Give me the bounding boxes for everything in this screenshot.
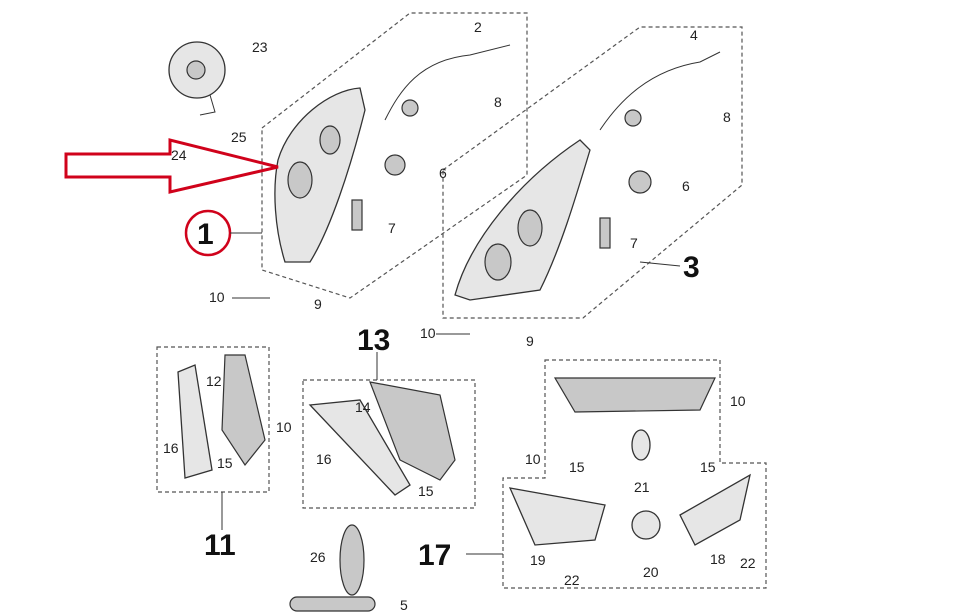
headlight-left-part <box>274 44 511 263</box>
label-6a: 6 <box>439 165 447 181</box>
label-16a: 16 <box>163 440 179 456</box>
label-10b: 10 <box>420 325 436 341</box>
cover-13-part <box>369 381 456 481</box>
label-1: 1 <box>197 218 214 251</box>
group-box-11 <box>156 346 270 493</box>
label-10a: 10 <box>209 289 225 305</box>
lens-12-part <box>177 364 213 479</box>
group-box-13 <box>302 379 476 509</box>
label-10c: 10 <box>276 419 292 435</box>
label-15d: 15 <box>700 459 716 475</box>
label-20: 20 <box>643 564 659 580</box>
label-10e: 10 <box>730 393 746 409</box>
label-3: 3 <box>683 251 700 284</box>
horn-part <box>168 41 226 116</box>
label-13: 13 <box>357 324 390 357</box>
lens-18-part <box>679 473 751 546</box>
label-22b: 22 <box>740 555 756 571</box>
label-18: 18 <box>710 551 726 567</box>
label-2: 2 <box>474 19 482 35</box>
highlight-arrow <box>64 138 279 194</box>
label-8a: 8 <box>494 94 502 110</box>
label-25: 25 <box>231 129 247 145</box>
label-9a: 9 <box>314 296 322 312</box>
leader-lines <box>221 232 681 555</box>
group-box-17 <box>502 359 767 589</box>
label-21: 21 <box>634 479 650 495</box>
lens-14-part <box>308 399 411 496</box>
label-23: 23 <box>252 39 268 55</box>
group-box-headlight-right <box>442 26 743 319</box>
label-12: 12 <box>206 373 222 389</box>
label-10d: 10 <box>525 451 541 467</box>
lens-bracket-part <box>221 354 266 467</box>
label-16b: 16 <box>316 451 332 467</box>
lens-19-part <box>508 487 606 546</box>
headlight-right-part <box>454 51 721 301</box>
reflector-5-part <box>289 596 376 612</box>
label-11: 11 <box>204 529 236 562</box>
label-17: 17 <box>418 539 451 572</box>
label-7b: 7 <box>630 235 638 251</box>
label-8b: 8 <box>723 109 731 125</box>
label-19: 19 <box>530 552 546 568</box>
label-4: 4 <box>690 27 698 43</box>
label-6b: 6 <box>682 178 690 194</box>
reflector-26-part <box>339 524 365 596</box>
label-24: 24 <box>171 147 187 163</box>
label-9b: 9 <box>526 333 534 349</box>
label-7a: 7 <box>388 220 396 236</box>
bulb-21-part <box>631 429 651 461</box>
label-22a: 22 <box>564 572 580 588</box>
label-15a: 15 <box>217 455 233 471</box>
label-14: 14 <box>355 399 371 415</box>
tail-housing-part <box>553 377 716 413</box>
label-15b: 15 <box>418 483 434 499</box>
lens-20-part <box>631 510 661 540</box>
label-5: 5 <box>400 597 408 613</box>
label-26: 26 <box>310 549 326 565</box>
label-15c: 15 <box>569 459 585 475</box>
